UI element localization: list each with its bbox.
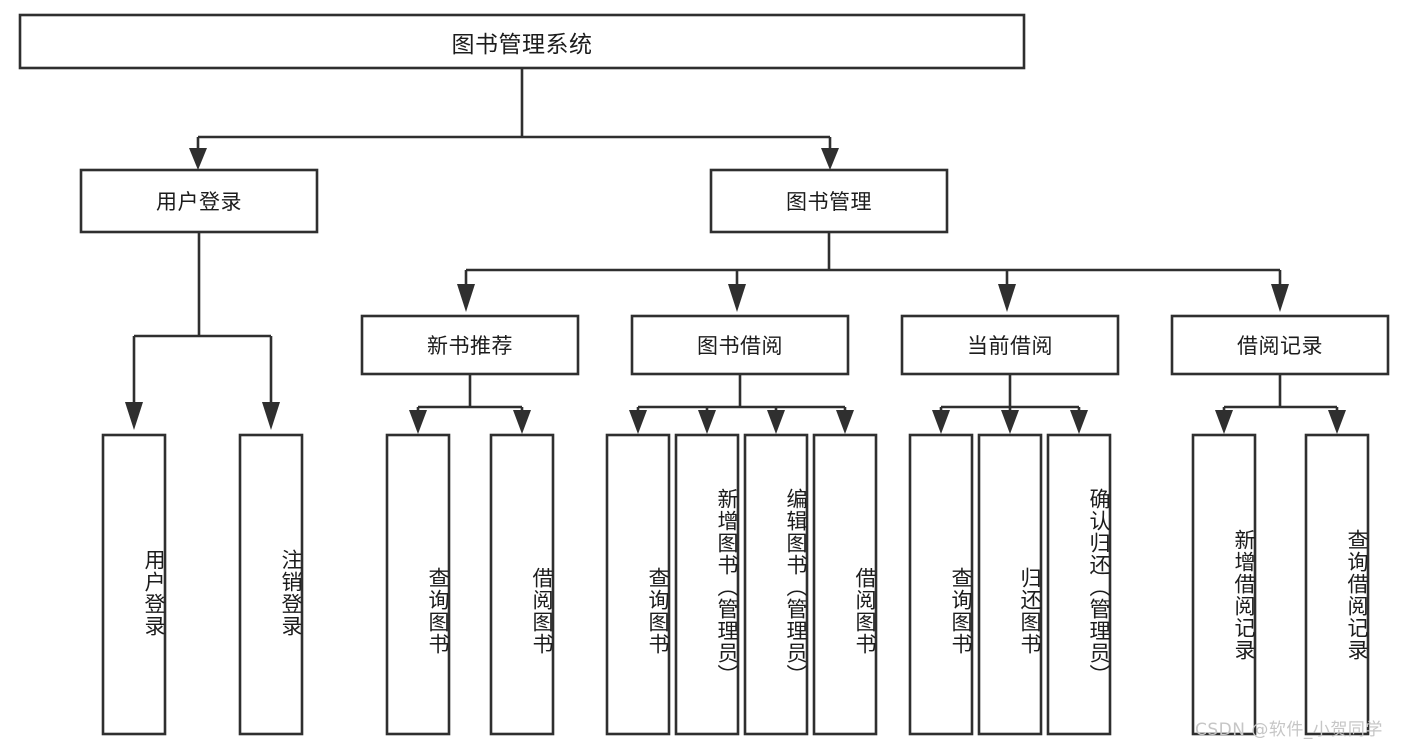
csdn-watermark: CSDN @软件_小贺同学 (1195, 720, 1383, 740)
node-box-leaf-book-borrow-3[interactable] (743, 433, 809, 736)
arrow-head-leaf-current-borrow-2 (1001, 410, 1019, 434)
node-box-leaf-book-borrow-4[interactable] (812, 433, 878, 736)
node-box-leaf-new-book-1[interactable] (385, 433, 451, 736)
arrow-head-book-manage (821, 148, 839, 170)
node-box-leaf-current-borrow-2[interactable] (977, 433, 1043, 736)
arrow-head-leaf-book-borrow-4 (836, 410, 854, 434)
arrow-head-user-login (189, 148, 207, 170)
arrow-head-leaf-borrow-record-1 (1215, 410, 1233, 434)
node-box-leaf-current-borrow-3[interactable] (1046, 433, 1112, 736)
node-box-leaf-borrow-record-1[interactable] (1191, 433, 1257, 736)
node-box-new-book-recommend[interactable] (360, 314, 580, 376)
node-box-book-manage[interactable] (709, 168, 949, 234)
arrow-head-leaf-book-borrow-1 (629, 410, 647, 434)
arrow-head-borrow-record (1271, 284, 1289, 312)
node-box-leaf-book-borrow-1[interactable] (605, 433, 671, 736)
arrow-head-current-borrow (998, 284, 1016, 312)
node-box-book-borrow[interactable] (630, 314, 850, 376)
arrow-head-leaf-current-borrow-3 (1070, 410, 1088, 434)
node-box-user-login[interactable] (79, 168, 319, 234)
arrow-head-leaf-new-book-1 (409, 410, 427, 434)
arrow-head-new-book-recommend (457, 284, 475, 312)
node-box-leaf-book-borrow-2[interactable] (674, 433, 740, 736)
node-box-current-borrow[interactable] (900, 314, 1120, 376)
node-box-leaf-borrow-record-2[interactable] (1304, 433, 1370, 736)
arrow-head-leaf-user-login-1 (125, 402, 143, 430)
node-box-borrow-record[interactable] (1170, 314, 1390, 376)
arrow-head-book-borrow (728, 284, 746, 312)
node-box-leaf-new-book-2[interactable] (489, 433, 555, 736)
arrow-head-leaf-borrow-record-2 (1328, 410, 1346, 434)
node-box-root[interactable] (18, 13, 1026, 70)
arrow-head-leaf-book-borrow-3 (767, 410, 785, 434)
arrow-head-leaf-current-borrow-1 (932, 410, 950, 434)
arrow-head-leaf-user-login-2 (262, 402, 280, 430)
arrow-head-leaf-new-book-2 (513, 410, 531, 434)
arrow-head-leaf-book-borrow-2 (698, 410, 716, 434)
node-box-leaf-current-borrow-1[interactable] (908, 433, 974, 736)
node-box-leaf-user-login-1[interactable] (101, 433, 167, 736)
node-box-leaf-user-login-2[interactable] (238, 433, 304, 736)
